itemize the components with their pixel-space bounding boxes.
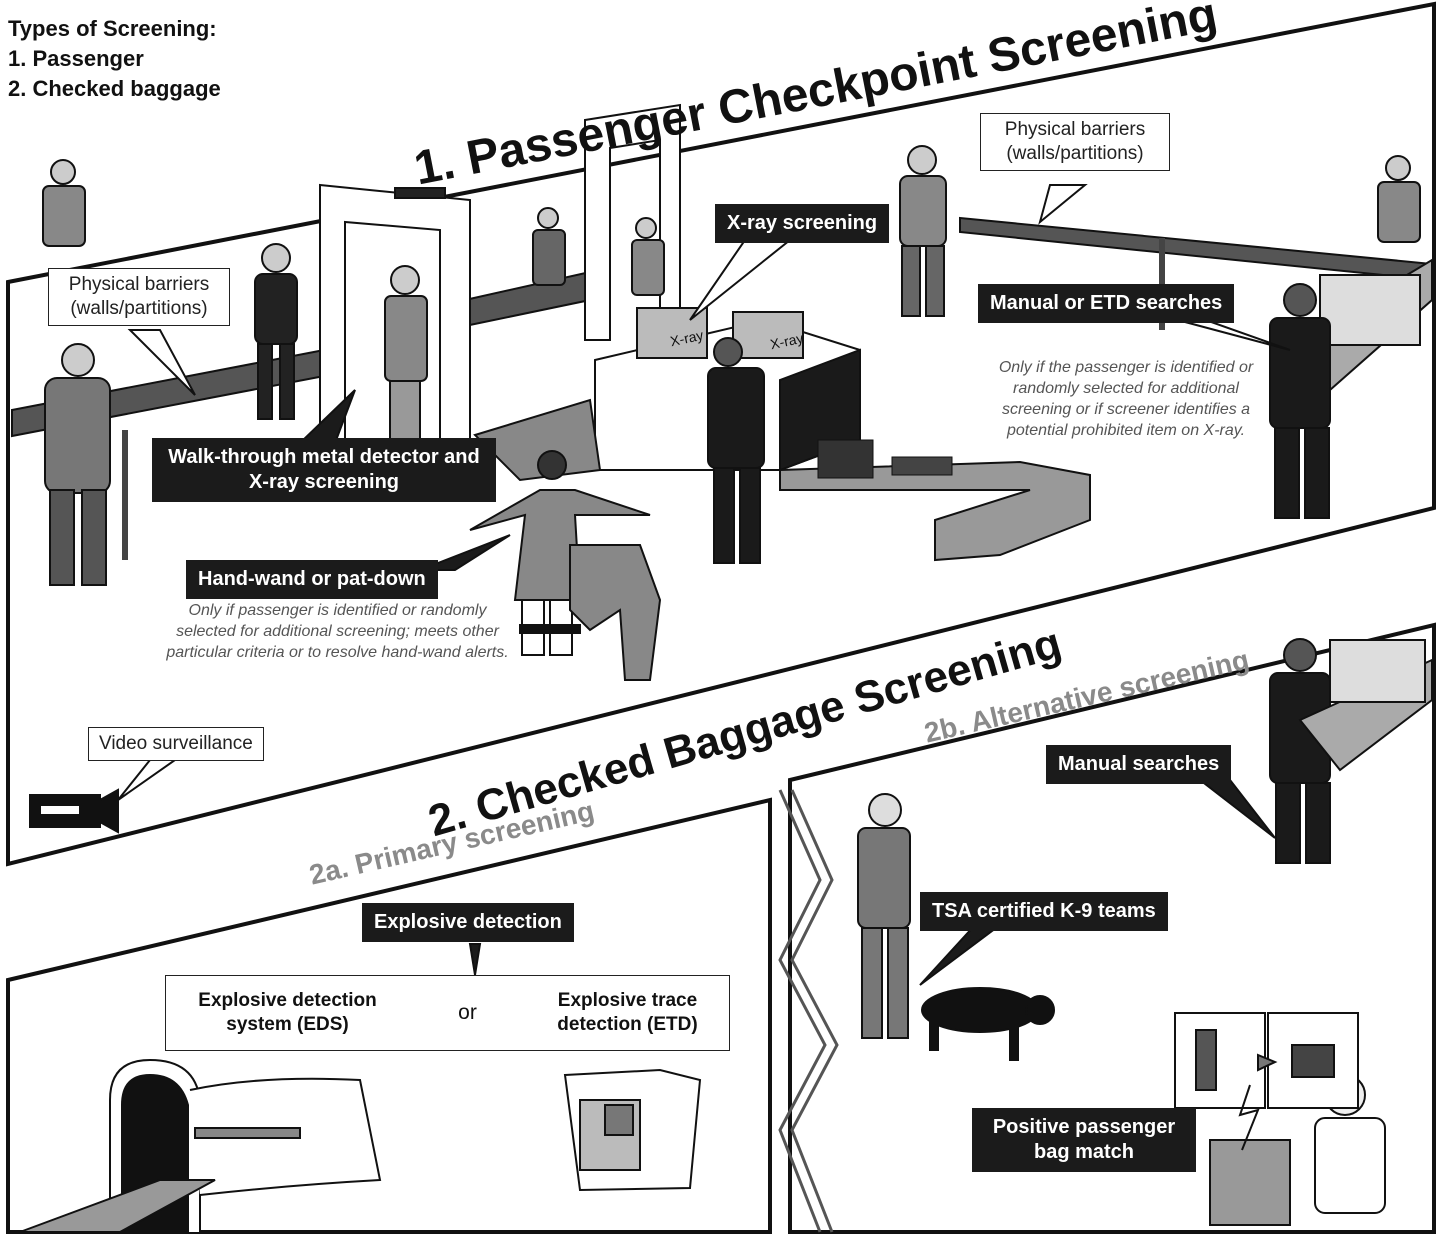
bag-match-label: Positive passenger bag match [972, 1108, 1196, 1172]
types-item-checked-baggage: 2. Checked baggage [8, 76, 221, 101]
figure-silhouettes [42, 145, 1421, 1214]
checkpoint-panel-outline [6, 1, 1436, 867]
briefcase-on-belt [817, 439, 874, 479]
computer-terminal [1209, 1139, 1291, 1226]
barrier-middle [464, 270, 591, 328]
xray-screening-label: X-ray screening [715, 204, 890, 243]
walkthrough-detector-label: Walk-through metal detector and X-ray sc… [152, 438, 496, 502]
eds-option: Explosive detection system (EDS) [198, 990, 377, 1035]
lightning-bolt-icon [1238, 1084, 1260, 1151]
or-separator: or [458, 1001, 477, 1024]
video-surveillance-label: Video surveillance [88, 727, 264, 761]
open-suitcase-2b [1329, 639, 1426, 703]
manual-etd-note: Only if the passenger is identified or r… [998, 359, 1254, 439]
k9-teams-label: TSA certified K-9 teams [920, 892, 1168, 931]
barrier-right [959, 216, 1433, 282]
metal-detector-2 [584, 103, 681, 341]
etd-machine [563, 1068, 702, 1192]
detection-options-box: Explosive detection system (EDS) or Expl… [165, 975, 730, 1051]
explosive-detection-label: Explosive detection [362, 903, 574, 942]
types-of-screening: Types of Screening: 1. Passenger 2. Chec… [8, 14, 221, 104]
conveyor-belt [779, 460, 1091, 562]
video-camera-icon [29, 788, 119, 834]
physical-barriers-right-label: Physical barriers (walls/partitions) [980, 113, 1170, 171]
etd-option: Explosive trace detection (ETD) [557, 990, 698, 1035]
hand-wand-note: Only if passenger is identified or rando… [166, 602, 509, 661]
types-heading: Types of Screening: [8, 16, 217, 41]
manual-searches-label: Manual searches [1046, 745, 1232, 784]
bag-match-inset [1174, 1012, 1359, 1109]
eds-machine [19, 1058, 382, 1233]
alternative-panel-outline [788, 622, 1436, 1234]
hand-wand-label: Hand-wand or pat-down [186, 560, 438, 599]
zigzag-divider [778, 789, 827, 1233]
primary-panel-outline [6, 797, 772, 1234]
manual-etd-searches-label: Manual or ETD searches [978, 284, 1235, 323]
pointer-lines [117, 184, 1291, 986]
open-suitcase [1319, 274, 1421, 346]
types-item-passenger: 1. Passenger [8, 46, 144, 71]
physical-barriers-left-label: Physical barriers (walls/partitions) [48, 268, 230, 326]
suitcase-on-belt [891, 456, 953, 476]
